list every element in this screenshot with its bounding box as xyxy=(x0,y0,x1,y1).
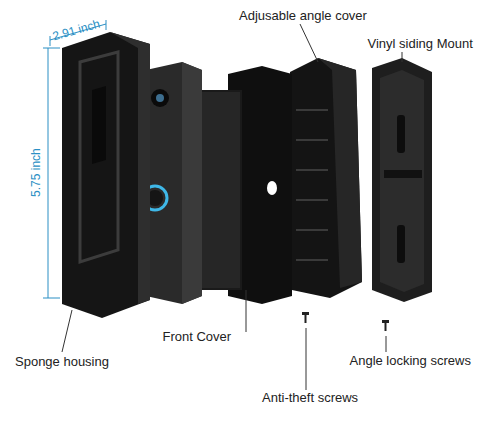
part-label: Anti-theft screws xyxy=(262,391,358,405)
doorbell xyxy=(143,62,202,304)
part-label: Adjusable angle cover xyxy=(239,9,367,23)
leader-lines xyxy=(62,24,402,390)
part-label: Vinyl siding Mount xyxy=(368,37,473,51)
sponge-housing xyxy=(198,90,242,290)
dimension-label: 5.75 inch xyxy=(29,148,42,197)
screws xyxy=(302,312,389,331)
part-label: Sponge housing xyxy=(15,355,109,369)
part-label: Front Cover xyxy=(163,330,232,344)
part-label: Angle locking screws xyxy=(350,354,471,368)
front-cover xyxy=(62,32,150,318)
vinyl-siding-mount xyxy=(372,58,432,302)
adjustable-angle-cover xyxy=(290,58,362,298)
